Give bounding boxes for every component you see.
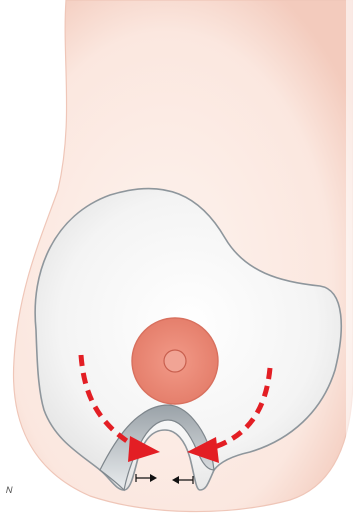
corner-mark: 𝑁	[6, 486, 13, 496]
nipple	[164, 350, 186, 372]
